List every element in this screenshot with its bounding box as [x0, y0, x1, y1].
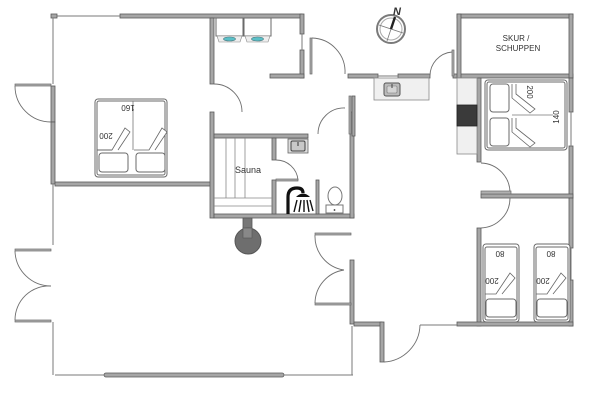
shed: SKUR / SCHUPPEN	[496, 34, 541, 53]
toilet-icon	[325, 186, 344, 214]
bed3b-length-label: 200	[536, 276, 550, 285]
kitchen-counter	[373, 77, 430, 101]
compass-north-label: N	[393, 6, 402, 18]
single-bed-80-right: 80 200	[533, 243, 571, 323]
bed3a-length-label: 200	[485, 276, 499, 285]
doors	[14, 37, 512, 363]
bed2-length-label: 200	[525, 85, 534, 99]
sauna: Sauna	[214, 138, 272, 207]
shower-icon	[286, 186, 314, 214]
bathroom-sink-icon	[287, 138, 309, 154]
double-bed-140: 200 140	[484, 79, 568, 151]
dryer-icon	[243, 17, 272, 43]
stove-icon	[456, 104, 478, 127]
shed-label-line1: SKUR /	[503, 34, 530, 43]
wood-stove-icon	[234, 217, 262, 255]
bed3a-width-label: 80	[495, 249, 504, 258]
bed1-width-label: 160	[121, 103, 135, 112]
bed3b-width-label: 80	[546, 249, 555, 258]
double-bed-160: 160 200	[94, 98, 168, 178]
window-lines	[50, 13, 572, 376]
washing-machine-icon	[215, 17, 244, 43]
bed1-length-label: 200	[99, 131, 113, 140]
shed-label-line2: SCHUPPEN	[496, 44, 541, 53]
single-bed-80-left: 80 200	[482, 243, 520, 323]
sauna-label: Sauna	[235, 165, 261, 175]
bed2-width-label: 140	[552, 110, 561, 124]
kitchen-side-counter	[456, 77, 478, 155]
kitchen-sink-icon	[383, 82, 401, 97]
compass: N	[376, 6, 406, 44]
